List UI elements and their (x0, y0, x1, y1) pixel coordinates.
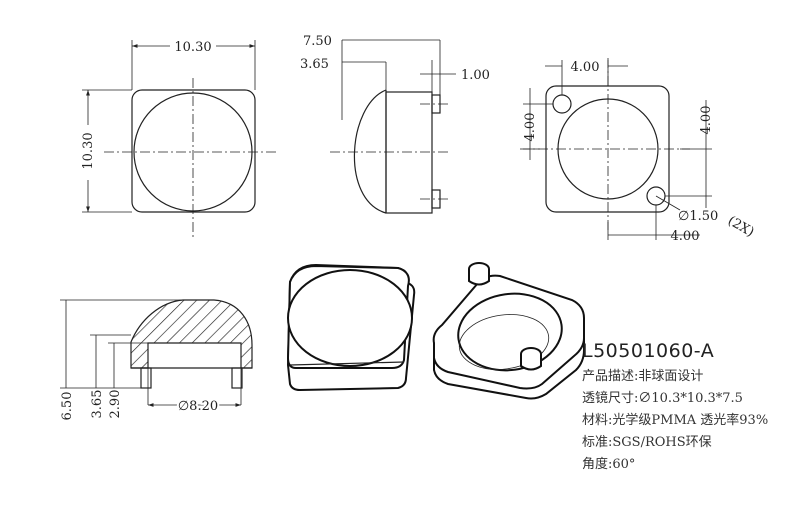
spec-description: 产品描述:非球面设计 (582, 366, 797, 388)
spec-standard: 标准:SGS/ROHS环保 (582, 432, 797, 454)
section-base-label: 2.90 (108, 390, 123, 419)
spec-material: 材料:光学级PMMA 透光率93% (582, 410, 797, 432)
bottom-top-pitch-label: 4.00 (571, 60, 600, 75)
section-inner-dia-label: ∅8.20 (178, 399, 218, 414)
model-number: L50501060-A (582, 340, 715, 362)
iso-view-bottom (432, 262, 585, 400)
iso-view-top (286, 263, 416, 392)
spec-label: 标准: (582, 435, 613, 450)
front-view: 10.30 10.30 (81, 40, 276, 238)
spec-size: 透镜尺寸:∅10.3*10.3*7.5 (582, 388, 797, 410)
front-height-label: 10.30 (81, 132, 96, 169)
spec-label: 角度: (582, 457, 613, 472)
side-pin-label: 1.00 (461, 68, 490, 83)
bottom-left-pitch-label: 4.00 (523, 113, 538, 142)
front-width-label: 10.30 (174, 40, 211, 55)
side-dome-label: 3.65 (300, 57, 329, 72)
spec-value: SGS/ROHS环保 (612, 435, 712, 450)
spec-label: 透镜尺寸: (582, 391, 639, 406)
bottom-lower-pitch-label: 4.00 (671, 229, 700, 244)
spec-value: 非球面设计 (638, 369, 704, 384)
spec-value: ∅10.3*10.3*7.5 (638, 391, 743, 406)
hole-diameter-label: ∅1.50 (678, 209, 718, 224)
spec-label: 产品描述: (582, 369, 639, 384)
bottom-right-pitch-label: 4.00 (699, 106, 714, 135)
spec-value: 光学级PMMA 透光率93% (612, 413, 769, 428)
section-total-label: 6.50 (60, 392, 75, 421)
side-total-label: 7.50 (303, 34, 332, 49)
side-view: 7.50 3.65 1.00 (300, 34, 490, 214)
section-view: 6.50 3.65 2.90 ∅8.20 (60, 299, 253, 421)
product-info: L50501060-A 产品描述:非球面设计 透镜尺寸:∅10.3*10.3*7… (582, 340, 797, 476)
bottom-view: 4.00 4.00 4.00 4.00 ∅1.50 (2X) (520, 58, 756, 244)
hole-count-label: (2X) (725, 213, 756, 240)
spec-value: 60° (612, 457, 636, 472)
spec-angle: 角度:60° (582, 454, 797, 476)
spec-label: 材料: (582, 413, 613, 428)
section-dome-label: 3.65 (90, 390, 105, 419)
